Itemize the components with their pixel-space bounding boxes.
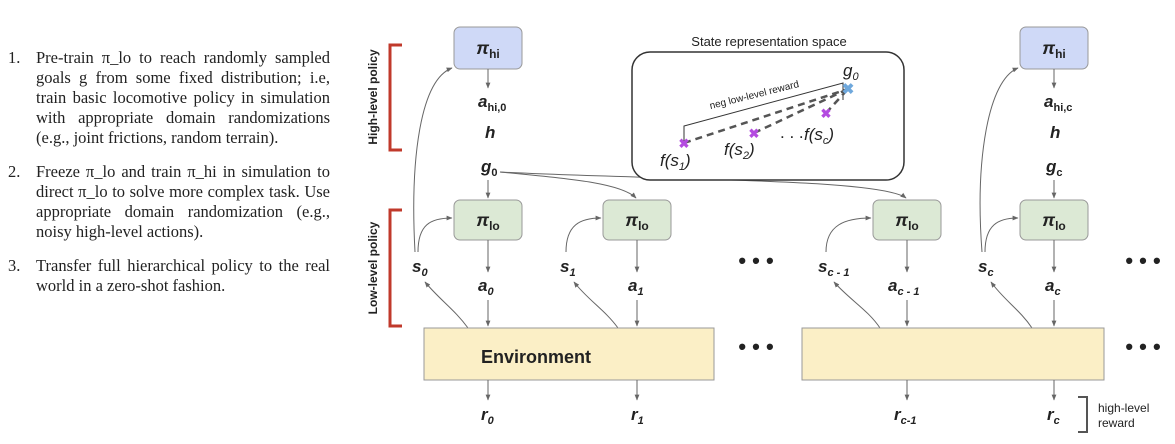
high-level-policy-label: High-level policy — [366, 49, 380, 145]
high-level-reward-bracket — [1078, 396, 1088, 433]
action-a-hi-0: ahi,0 — [478, 92, 506, 114]
action-ac: ac — [1045, 276, 1061, 298]
inset-title: State representation space — [691, 34, 846, 49]
g0-marker: ✖ — [842, 81, 855, 98]
state-s0: s0 — [412, 257, 428, 279]
state-sc: sc — [978, 257, 994, 279]
pi-lo-label-1: πlo — [625, 210, 649, 233]
pi-hi-label-0: πhi — [476, 38, 500, 61]
goal-g0: g0 — [480, 157, 498, 179]
steps-list: 1. Pre-train π_lo to reach randomly samp… — [8, 48, 330, 310]
step-1: 1. Pre-train π_lo to reach randomly samp… — [8, 48, 330, 148]
step-number: 3. — [8, 256, 21, 275]
reward-rc: rc — [1047, 405, 1060, 427]
h-label-0: h — [485, 123, 495, 142]
action-ac1: ac - 1 — [888, 276, 919, 298]
step-text: Pre-train π_lo to reach randomly sampled… — [36, 48, 330, 147]
step-3: 3. Transfer full hierarchical policy to … — [8, 256, 330, 296]
environment-bar-left — [423, 327, 715, 381]
h-label-c: h — [1050, 123, 1060, 142]
pi-lo-label-0: πlo — [476, 210, 500, 233]
inset-fsc-label: f(sc) — [804, 125, 834, 147]
reward-r1: r1 — [631, 405, 644, 427]
high-level-reward-label-1: high-level — [1098, 401, 1149, 415]
reward-rc1: rc-1 — [894, 405, 917, 427]
step-text: Freeze π_lo and train π_hi in simulation… — [36, 162, 330, 241]
low-level-bracket — [388, 208, 402, 328]
ellipsis-right-top: • • • — [1125, 248, 1160, 273]
pi-hi-label-c: πhi — [1042, 38, 1066, 61]
state-s1: s1 — [560, 257, 576, 279]
high-level-bracket — [388, 43, 402, 152]
high-level-reward-label-2: reward — [1098, 416, 1135, 430]
inset-dots: . . . — [780, 123, 804, 142]
reward-r0: r0 — [481, 405, 495, 427]
inset-g0-label: g0 — [843, 61, 859, 83]
fs1-marker: ✖ — [679, 136, 690, 151]
state-sc1: sc - 1 — [818, 257, 849, 279]
ellipsis-mid-top: • • • — [738, 248, 773, 273]
step-number: 1. — [8, 48, 21, 67]
action-a-hi-c: ahi,c — [1044, 92, 1072, 114]
step-number: 2. — [8, 162, 21, 181]
inset-fs1-label: f(s1) — [660, 151, 691, 173]
pi-lo-label-c1: πlo — [895, 210, 919, 233]
inset-fs2-label: f(s2) — [724, 140, 755, 162]
pi-lo-label-c: πlo — [1042, 210, 1066, 233]
fs2-marker: ✖ — [749, 126, 760, 141]
fsc-marker: ✖ — [821, 106, 832, 121]
step-text: Transfer full hierarchical policy to the… — [36, 256, 330, 295]
goal-gc: gc — [1045, 157, 1063, 179]
environment-bar-right — [801, 327, 1105, 381]
ellipsis-mid-env: • • • — [738, 334, 773, 359]
environment-label: Environment — [481, 347, 591, 367]
action-a1: a1 — [628, 276, 644, 298]
step-2: 2. Freeze π_lo and train π_hi in simulat… — [8, 162, 330, 242]
action-a0: a0 — [478, 276, 494, 298]
low-level-policy-label: Low-level policy — [366, 221, 380, 314]
ellipsis-right-env: • • • — [1125, 334, 1160, 359]
hierarchical-policy-diagram: High-level policy Low-level policy πhi π… — [366, 26, 1161, 433]
